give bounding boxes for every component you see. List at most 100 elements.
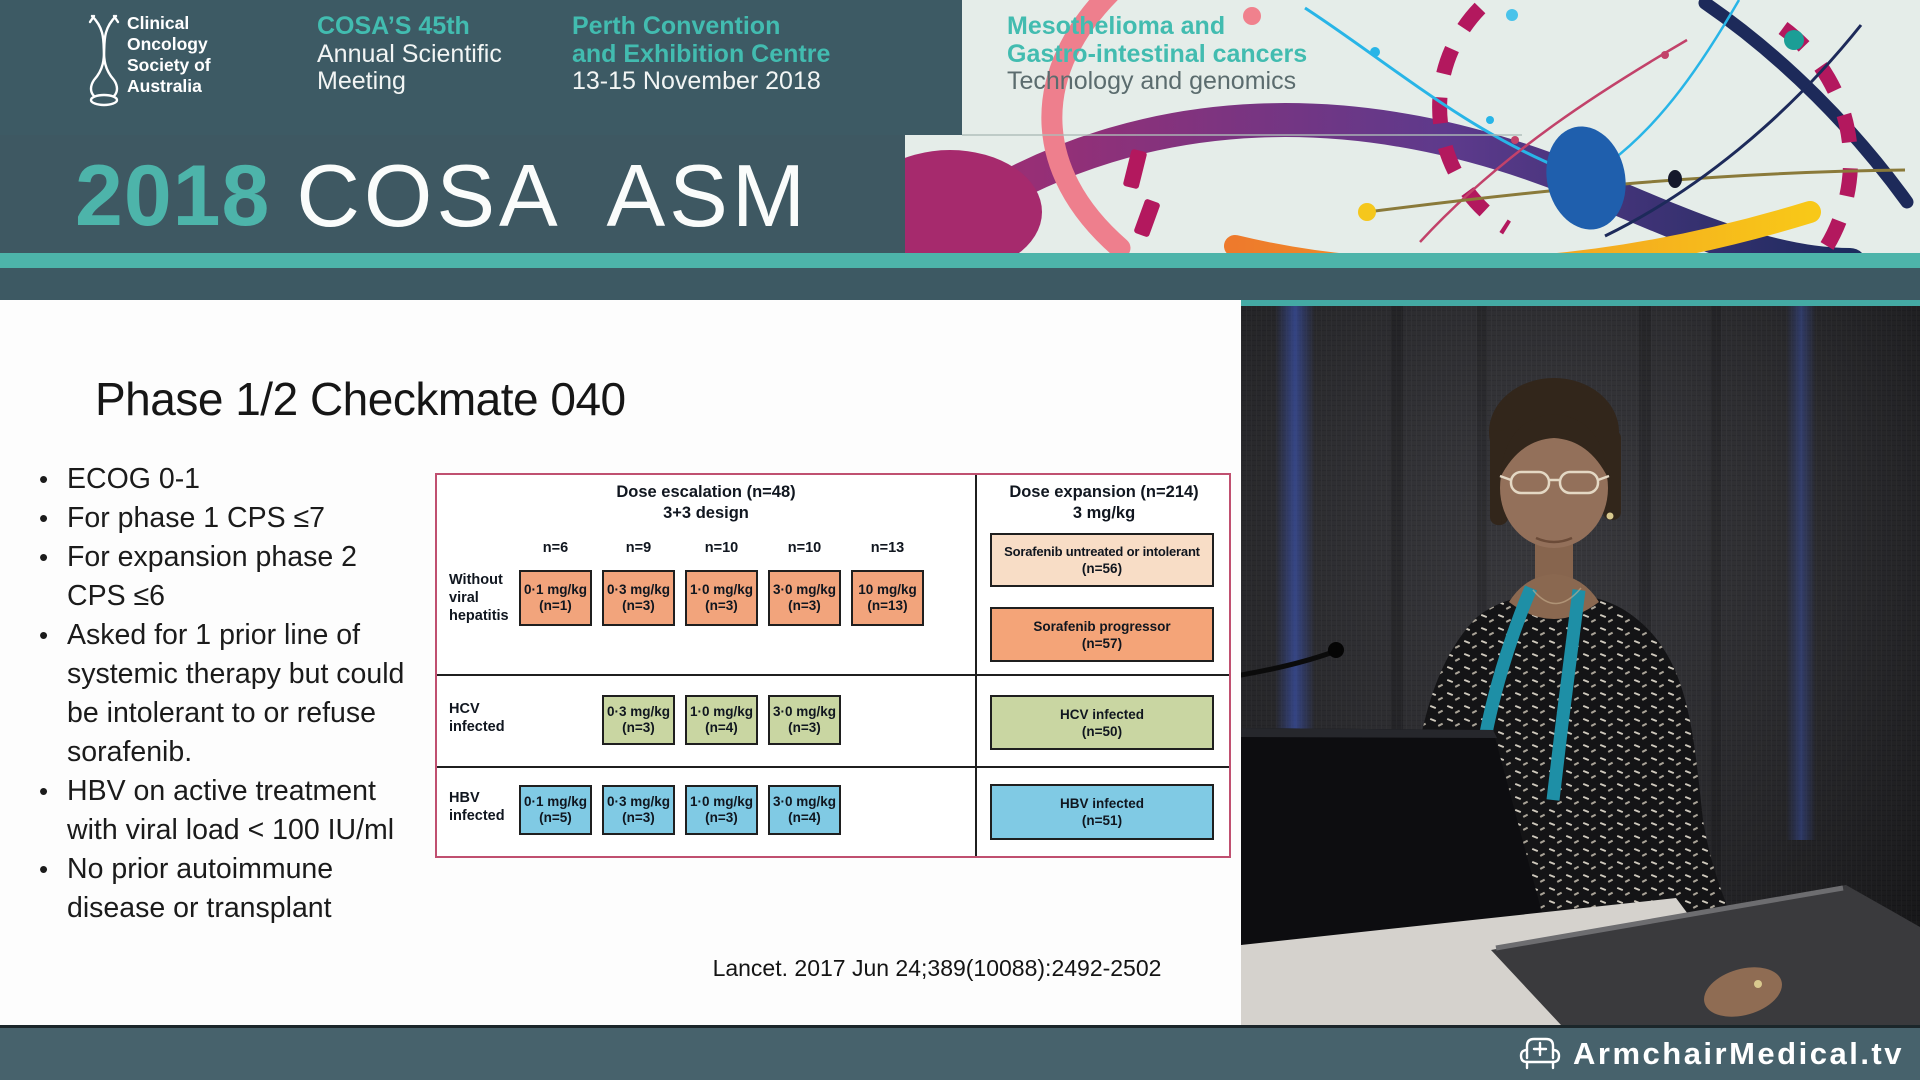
cohort-n-header: n=13	[870, 540, 905, 556]
dose-box: 3·0 mg/kg (n=3)	[768, 570, 841, 626]
dose-box: 3·0 mg/kg (n=4)	[768, 785, 841, 835]
stage-light-right	[1786, 300, 1816, 840]
speaker-hand	[1704, 967, 1782, 1017]
dose-n: (n=5)	[539, 810, 572, 825]
dose-value: 0·3 mg/kg	[606, 581, 671, 597]
banner-year: 2018	[75, 147, 271, 244]
expansion-box-hbv: HBV infected (n=51)	[990, 784, 1214, 840]
dose-expansion-header: Dose expansion (n=214) 3 mg/kg	[975, 482, 1233, 524]
armchair-medical-icon	[1519, 1037, 1561, 1070]
speaker-mouth	[1535, 536, 1573, 544]
figure-section-divider	[975, 475, 977, 856]
cohort-n-header: n=9	[625, 540, 652, 556]
olive-line	[1366, 168, 1906, 214]
venue-line-1: Perth Convention	[572, 12, 781, 40]
dose-n: (n=3)	[705, 598, 738, 613]
watermark-bar: ArmchairMedical.tv	[0, 1025, 1920, 1080]
bullet-item: No prior autoimmune disease or transplan…	[37, 850, 412, 928]
expansion-label: Sorafenib untreated or intolerant	[1004, 544, 1200, 559]
venue-line-2: and Exhibition Centre	[572, 39, 831, 68]
speaker-face	[1500, 428, 1608, 548]
org-line: Society of	[127, 55, 211, 75]
meeting-block: COSA’S 45th Annual Scientific Meeting	[317, 12, 502, 96]
meeting-subtitle-2: Meeting	[317, 67, 406, 95]
lanyard-right	[1546, 589, 1586, 801]
crimson-line	[1419, 38, 1688, 243]
teal-divider-bar	[0, 253, 1920, 268]
theme-line-2: Gastro-intestinal cancers	[1007, 39, 1308, 68]
dose-n: (n=3)	[788, 598, 821, 613]
cohort-n-header: n=6	[542, 540, 569, 556]
org-line: Clinical	[127, 13, 190, 33]
cosa-logo-icon	[88, 14, 120, 107]
watermark-text: ArmchairMedical.tv	[1573, 1036, 1904, 1071]
dashed-arc-right	[1778, 21, 1858, 250]
trial-design-figure: Dose escalation (n=48) 3+3 design Dose e…	[435, 473, 1231, 858]
row-label-hcv: HCV infected	[449, 701, 505, 735]
speaker-fringe	[1500, 414, 1608, 478]
row-label-hbv: HBV infected	[449, 790, 505, 824]
dose-n: (n=3)	[788, 720, 821, 735]
speaker-video-frame	[1238, 300, 1920, 1025]
speaker-video-pane	[1238, 300, 1920, 1025]
slide-citation: Lancet. 2017 Jun 24;389(10088):2492-2502	[712, 955, 1162, 981]
dose-value: 0·3 mg/kg	[606, 793, 671, 809]
dose-box: 3·0 mg/kg (n=3)	[768, 695, 841, 745]
dose-n: (n=3)	[622, 720, 655, 735]
presentation-slide: Phase 1/2 Checkmate 040 ECOG 0-1 For pha…	[0, 300, 1241, 1025]
navy-thin-line	[1604, 24, 1863, 238]
dose-escalation-title: Dose escalation (n=48)	[616, 483, 796, 501]
yellow-dot	[1358, 203, 1376, 221]
cohort-n-header: n=10	[704, 540, 739, 556]
dose-box: 0·1 mg/kg (n=5)	[519, 785, 592, 835]
speaker-glasses	[1499, 470, 1610, 495]
dose-box: 1·0 mg/kg (n=3)	[685, 785, 758, 835]
microphone-head	[1328, 642, 1344, 658]
expansion-label: Sorafenib progressor	[1033, 618, 1171, 634]
dose-n: (n=1)	[539, 598, 572, 613]
cyan-dot-1	[1370, 47, 1380, 57]
slide-title: Phase 1/2 Checkmate 040	[95, 373, 626, 425]
dose-value: 1·0 mg/kg	[689, 703, 754, 719]
dose-box: 1·0 mg/kg (n=3)	[685, 570, 758, 626]
crimson-dot-1	[1511, 136, 1519, 144]
speaker-hair-right	[1603, 430, 1621, 520]
header-background	[0, 0, 962, 135]
curtain-fold	[1711, 300, 1721, 1000]
lectern-top	[1491, 885, 1920, 1025]
microphone-arm	[1238, 649, 1336, 678]
row-label-without-hepatitis: Without viral hepatitis	[449, 572, 509, 624]
dose-box: 0·3 mg/kg (n=3)	[602, 570, 675, 626]
bullet-item: For phase 1 CPS ≤7	[37, 499, 412, 538]
expansion-box-sorafenib-untreated: Sorafenib untreated or intolerant (n=56)	[990, 533, 1214, 587]
dose-n: (n=3)	[705, 810, 738, 825]
purple-arc	[943, 103, 1867, 268]
dose-value: 0·1 mg/kg	[523, 581, 588, 597]
banner-bottom-strip	[0, 268, 1920, 300]
dose-value: 1·0 mg/kg	[689, 793, 754, 809]
black-dot	[1668, 170, 1682, 188]
pink-dot	[1243, 7, 1261, 25]
bullet-item: Asked for 1 prior line of systemic thera…	[37, 616, 412, 772]
dose-box: 1·0 mg/kg (n=4)	[685, 695, 758, 745]
dose-box: 0·3 mg/kg (n=3)	[602, 785, 675, 835]
figure-row-divider	[437, 674, 1229, 676]
dose-expansion-subtitle: 3 mg/kg	[1072, 504, 1136, 522]
bullet-item: HBV on active treatment with viral load …	[37, 772, 412, 850]
dose-escalation-header: Dose escalation (n=48) 3+3 design	[437, 482, 975, 524]
teal-dot	[1784, 30, 1804, 50]
figure-row-divider	[437, 766, 1229, 768]
cohort-n-header: n=10	[787, 540, 822, 556]
cyan-dot-2	[1486, 116, 1494, 124]
cyan-line-2	[1609, 0, 1741, 163]
bullet-item: ECOG 0-1	[37, 460, 412, 499]
dose-value: 0·1 mg/kg	[523, 793, 588, 809]
dose-box: 0·3 mg/kg (n=3)	[602, 695, 675, 745]
dose-box: 0·1 mg/kg (n=1)	[519, 570, 592, 626]
expansion-n: (n=51)	[1081, 813, 1123, 828]
year-band-background	[0, 135, 905, 253]
cyan-line-1	[1304, 6, 1566, 172]
dose-n: (n=3)	[622, 810, 655, 825]
dose-value: 3·0 mg/kg	[772, 793, 837, 809]
